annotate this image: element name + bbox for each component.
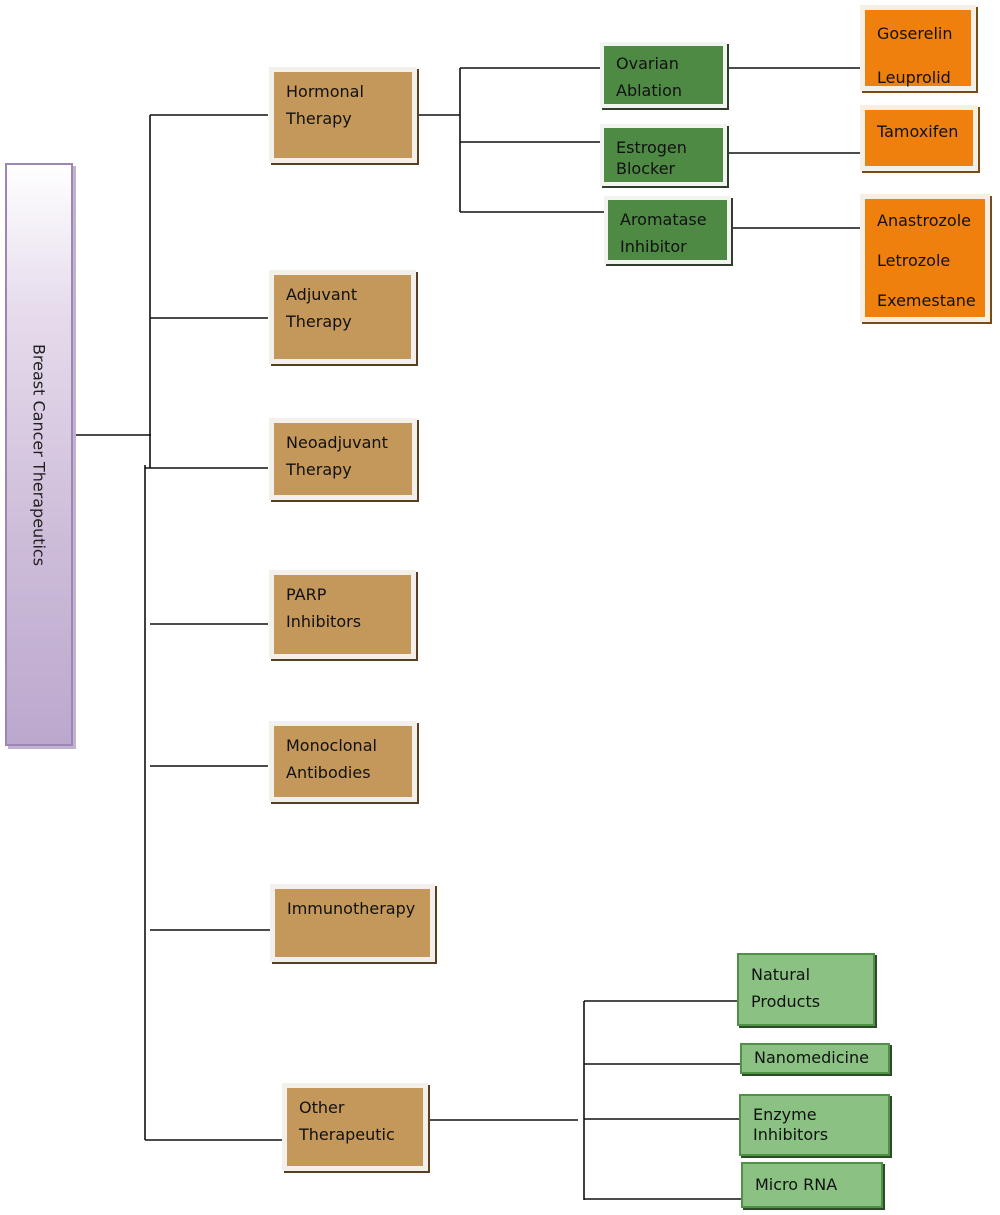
drug-name: Tamoxifen <box>877 122 959 141</box>
branch-label-line: Natural <box>751 965 811 984</box>
category-label-line: Immunotherapy <box>287 899 416 918</box>
branch-label-line: Estrogen <box>616 138 687 157</box>
category-label-line: Other <box>299 1098 345 1117</box>
branch-natural-products: Natural Products <box>737 953 875 1026</box>
branch-label-line: Enzyme <box>753 1105 817 1124</box>
category-monoclonal-antibodies: Monoclonal Antibodies <box>269 721 417 802</box>
category-label-line: Hormonal <box>286 82 364 101</box>
drug-name: Goserelin <box>877 24 953 43</box>
branch-nanomedicine: Nanomedicine <box>740 1043 890 1074</box>
category-hormonal-therapy: Hormonal Therapy <box>269 67 417 163</box>
branch-label-line: Inhibitor <box>620 237 687 256</box>
category-label-line: Inhibitors <box>286 612 362 631</box>
category-label-line: Antibodies <box>286 763 371 782</box>
branch-label-line: Nanomedicine <box>754 1048 869 1067</box>
branch-label-line: Ovarian <box>616 54 679 73</box>
branch-label-line: Products <box>751 992 821 1011</box>
drugs-ovarian-ablation: Goserelin Leuprolid <box>860 5 976 91</box>
category-label-line: Therapy <box>286 460 352 479</box>
branch-label-line: Blocker <box>616 159 676 178</box>
category-label-line: Adjuvant <box>286 285 358 304</box>
branch-enzyme-inhibitors: Enzyme Inhibitors <box>739 1094 890 1156</box>
category-parp-inhibitors: PARP Inhibitors <box>269 570 416 659</box>
branch-aromatase-inhibitor: Aromatase Inhibitor <box>604 196 731 264</box>
branch-ovarian-ablation: Ovarian Ablation <box>600 42 727 108</box>
branch-label-line: Inhibitors <box>753 1125 829 1144</box>
root-label: Breast Cancer Therapeutics <box>29 343 49 566</box>
branch-micro-rna: Micro RNA <box>741 1162 883 1208</box>
category-label-line: PARP <box>286 585 327 604</box>
category-label-line: Neoadjuvant <box>286 433 388 452</box>
drug-name: Exemestane <box>877 291 976 310</box>
drug-name: Anastrozole <box>877 211 971 230</box>
category-label-line: Therapy <box>286 312 352 331</box>
category-other-therapeutic: Other Therapeutic <box>282 1083 428 1171</box>
drugs-estrogen-blocker: Tamoxifen <box>860 105 978 171</box>
drugs-aromatase-inhibitor: Anastrozole Letrozole Exemestane <box>860 194 990 322</box>
category-neoadjuvant-therapy: Neoadjuvant Therapy <box>269 418 417 500</box>
category-label-line: Therapy <box>286 109 352 128</box>
category-adjuvant-therapy: Adjuvant Therapy <box>269 270 416 364</box>
category-label-line: Monoclonal <box>286 736 377 755</box>
branch-label-line: Ablation <box>616 81 682 100</box>
root-node: Breast Cancer Therapeutics <box>5 163 73 746</box>
category-immunotherapy: Immunotherapy <box>270 884 435 962</box>
branch-label-line: Micro RNA <box>755 1175 838 1194</box>
drug-name: Letrozole <box>877 251 951 270</box>
drug-name: Leuprolid <box>877 68 951 87</box>
branch-estrogen-blocker: Estrogen Blocker <box>600 124 727 186</box>
category-label-line: Therapeutic <box>299 1125 395 1144</box>
branch-label-line: Aromatase <box>620 210 707 229</box>
